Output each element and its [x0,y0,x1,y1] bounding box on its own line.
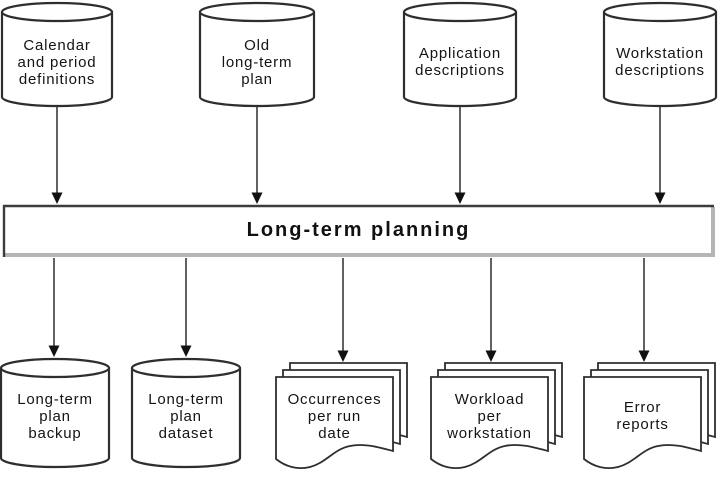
output-label-workload: Workload per workstation [447,390,532,442]
input-label-application-descriptions: Application descriptions [415,45,505,79]
arrow-workstation-to-process [654,107,666,204]
process-box [2,204,715,257]
cylinder-body [0,368,111,469]
cylinder-top [402,1,518,23]
arrow-application-to-process [454,107,466,204]
process-box-title: Long-term planning [246,219,471,241]
arrow-process-to-plan-backup [48,258,60,357]
arrow-old-plan-to-process [251,107,263,204]
output-cylinder-plan-backup-icon [0,357,111,469]
cylinder-body [0,12,114,108]
input-label-workstation-descriptions: Workstation descriptions [615,45,705,79]
input-cylinder-old-plan-icon [198,1,316,108]
arrow-process-to-workload [485,258,497,362]
cylinder-top [0,1,114,23]
output-label-occurrences: Occurrences per run date [287,390,382,442]
process-box-bevel [3,207,715,257]
input-label-old-plan: Old long-term plan [221,36,293,88]
arrow-process-to-plan-dataset [180,258,192,357]
cylinder-top [130,357,242,379]
arrow-process-to-occurrences [337,258,349,362]
process-box-border [2,204,714,257]
arrow-calendar-to-process [51,107,63,204]
cylinder-top [602,1,718,23]
cylinder-body [130,368,242,469]
cylinder-body [198,12,316,108]
cylinder-top [0,357,111,379]
input-cylinder-calendar-icon [0,1,114,108]
output-label-plan-dataset: Long-term plan dataset [148,390,224,442]
output-cylinder-plan-dataset-icon [130,357,242,469]
input-cylinder-workstation-descriptions-icon [602,1,718,108]
output-label-error-reports: Error reports [616,399,669,433]
cylinder-body [402,12,518,108]
cylinder-top [198,1,316,23]
output-label-plan-backup: Long-term plan backup [17,390,93,442]
cylinder-body [602,12,718,108]
input-cylinder-application-descriptions-icon [402,1,518,108]
arrow-process-to-error-reports [638,258,650,362]
input-label-calendar: Calendar and period definitions [17,36,97,88]
